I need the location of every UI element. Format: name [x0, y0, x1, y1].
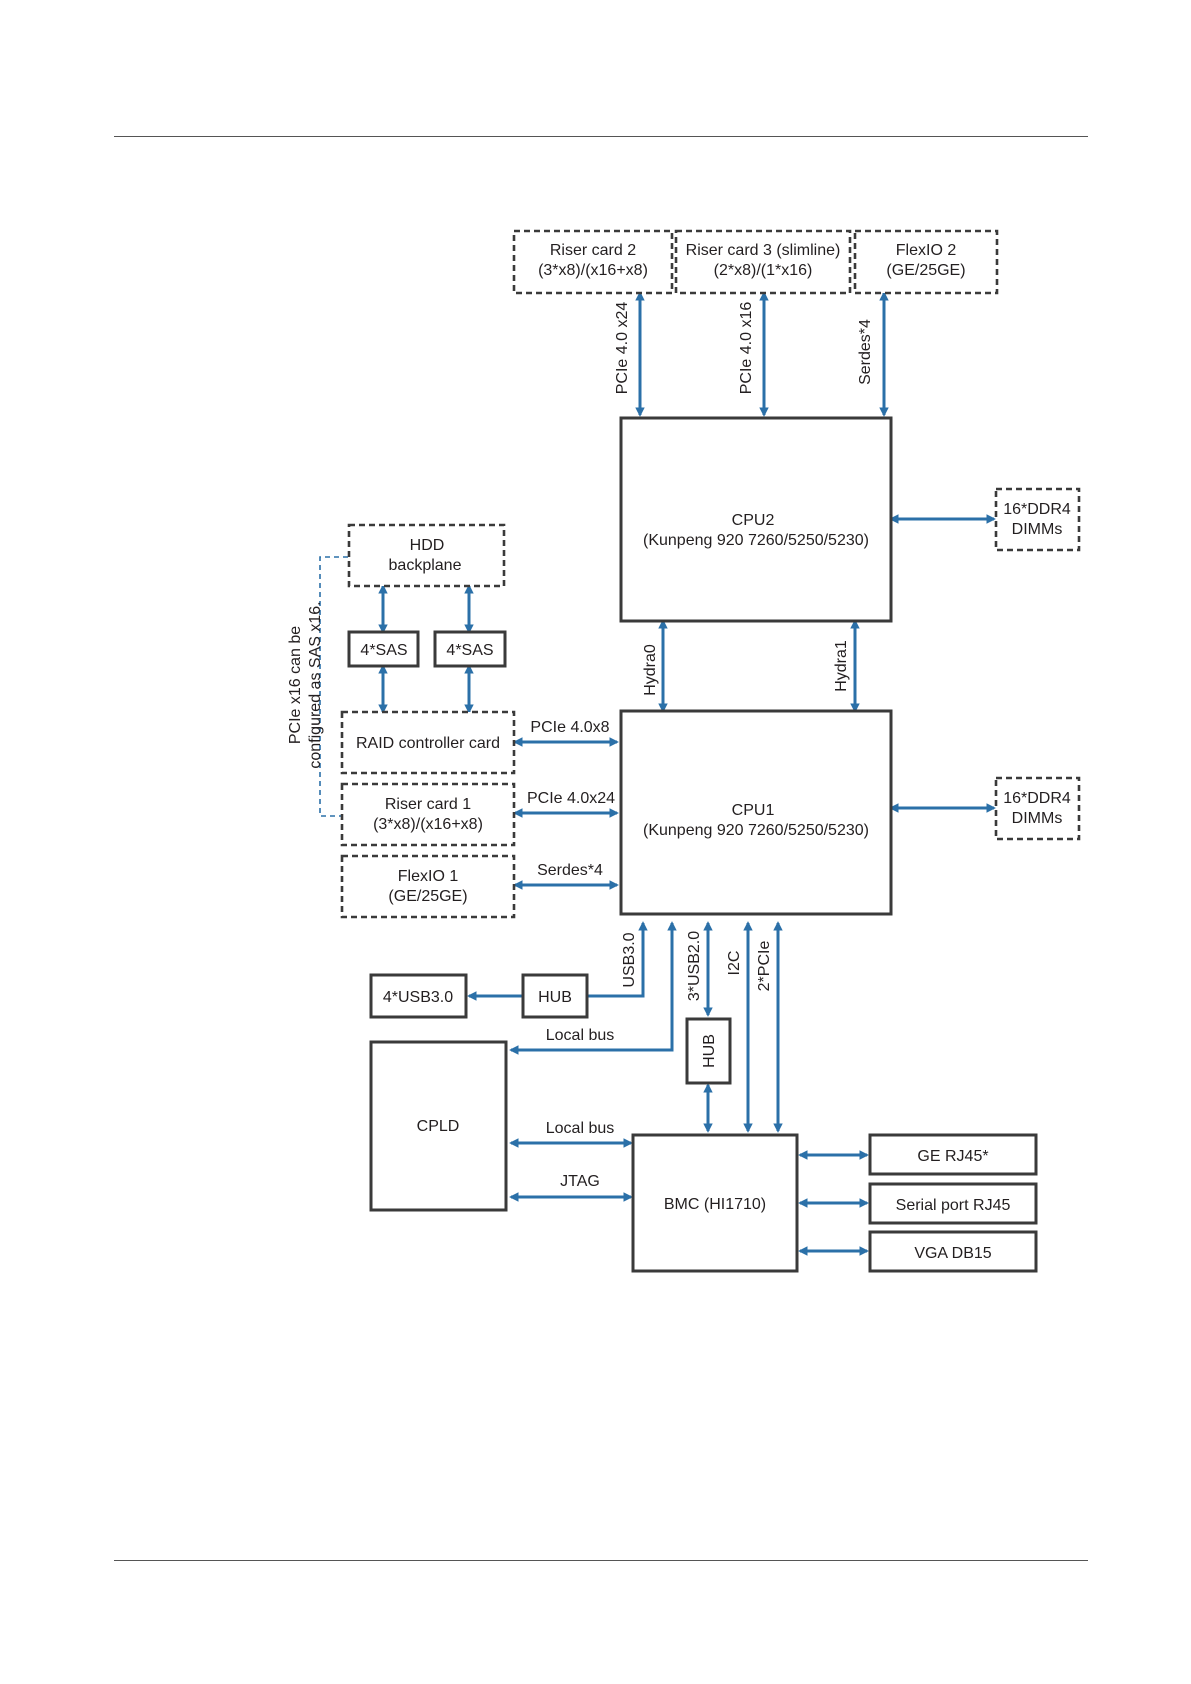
- riser-card-2-spec: (3*x8)/(x16+x8): [538, 262, 648, 279]
- sas-b-label: 4*SAS: [446, 642, 493, 659]
- hdd-backplane-box: [347, 523, 506, 588]
- cpu2-title: CPU2: [732, 512, 775, 529]
- localbus-top-link: [509, 921, 677, 1055]
- ddr-cpu1-title: 16*DDR4: [1003, 790, 1071, 807]
- cpld-label: CPLD: [417, 1118, 460, 1135]
- sas-config-note-line1: PCIe x16 can be: [287, 626, 304, 744]
- vga-box: [868, 1230, 1038, 1273]
- riser-card-3-box: [674, 229, 852, 295]
- flexio-2-spec: (GE/25GE): [886, 262, 965, 279]
- sas-a-label: 4*SAS: [360, 642, 407, 659]
- hydra0-label: Hydra0: [642, 644, 659, 696]
- usb3-port-label: 4*USB3.0: [383, 989, 453, 1006]
- ddr-cpu2-title: 16*DDR4: [1003, 501, 1071, 518]
- raid-controller-box: [340, 710, 516, 775]
- header-rule: [114, 136, 1088, 137]
- flexio-1-spec: (GE/25GE): [388, 888, 467, 905]
- riser-card-1-spec: (3*x8)/(x16+x8): [373, 816, 483, 833]
- cpld-box: [369, 1040, 508, 1212]
- flexio-2-title: FlexIO 2: [896, 242, 957, 259]
- sas-a-box: [347, 630, 420, 668]
- footer-rule: [114, 1560, 1088, 1561]
- flexio2-link-label: Serdes*4: [857, 319, 874, 385]
- riser-card-3-spec: (2*x8)/(1*x16): [714, 262, 813, 279]
- cpu1-model: (Kunpeng 920 7260/5250/5230): [643, 822, 869, 839]
- bmc-label: BMC (HI1710): [664, 1196, 766, 1213]
- bmc-box: [631, 1133, 799, 1273]
- usb3-link-label: USB3.0: [621, 932, 638, 987]
- riser-card-2-box: [512, 229, 674, 295]
- flexio-2-box: [853, 229, 999, 295]
- sas-b-box: [433, 630, 507, 668]
- riser1-link-label: PCIe 4.0x24: [527, 790, 615, 807]
- ddr-cpu2-box: [994, 487, 1081, 552]
- ddr-cpu1-box: [994, 776, 1081, 841]
- hub-usb2-box: [685, 1017, 732, 1085]
- cpu1-box: [619, 709, 893, 916]
- cpu1-title: CPU1: [732, 802, 775, 819]
- flexio-1-title: FlexIO 1: [398, 868, 459, 885]
- cpu2-box: [619, 416, 893, 623]
- usb3-port-box: [369, 973, 468, 1019]
- ddr-cpu1-sub: DIMMs: [1012, 810, 1063, 827]
- riser-card-3-title: Riser card 3 (slimline): [686, 242, 841, 259]
- hub-usb3-label: HUB: [538, 989, 572, 1006]
- serial-rj45-label: Serial port RJ45: [896, 1197, 1011, 1214]
- riser-card-2-title: Riser card 2: [550, 242, 636, 259]
- usb2-link-label: 3*USB2.0: [686, 931, 703, 1001]
- ge-rj45-label: GE RJ45*: [917, 1148, 988, 1165]
- jtag-label: JTAG: [560, 1173, 600, 1190]
- serial-rj45-box: [868, 1182, 1038, 1225]
- ddr-cpu2-sub: DIMMs: [1012, 521, 1063, 538]
- raid-link-label: PCIe 4.0x8: [530, 719, 609, 736]
- riser-card-1-title: Riser card 1: [385, 796, 471, 813]
- i2c-link-label: I2C: [726, 951, 743, 976]
- riser2-link-label: PCIe 4.0 x24: [614, 302, 631, 395]
- localbus-bmc-label: Local bus: [546, 1120, 615, 1137]
- sas-config-bracket: [319, 556, 348, 817]
- ge-rj45-box: [868, 1133, 1038, 1176]
- flexio-1-box: [340, 854, 516, 919]
- pcie2-link-label: 2*PCIe: [756, 941, 773, 992]
- raid-label: RAID controller card: [356, 735, 500, 752]
- hdd-title: HDD: [410, 537, 445, 554]
- hub-usb2-label: HUB: [701, 1034, 718, 1068]
- vga-label: VGA DB15: [914, 1245, 991, 1262]
- hdd-sub: backplane: [389, 557, 462, 574]
- localbus-top-label: Local bus: [546, 1027, 615, 1044]
- cpu2-model: (Kunpeng 920 7260/5250/5230): [643, 532, 869, 549]
- riser3-link-label: PCIe 4.0 x16: [738, 302, 755, 395]
- riser-card-1-box: [340, 782, 516, 847]
- sas-config-note-line2: configured as SAS x16.: [307, 601, 324, 768]
- flexio1-link-label: Serdes*4: [537, 862, 603, 879]
- hydra1-label: Hydra1: [833, 640, 850, 692]
- hub-usb3-box: [521, 973, 589, 1019]
